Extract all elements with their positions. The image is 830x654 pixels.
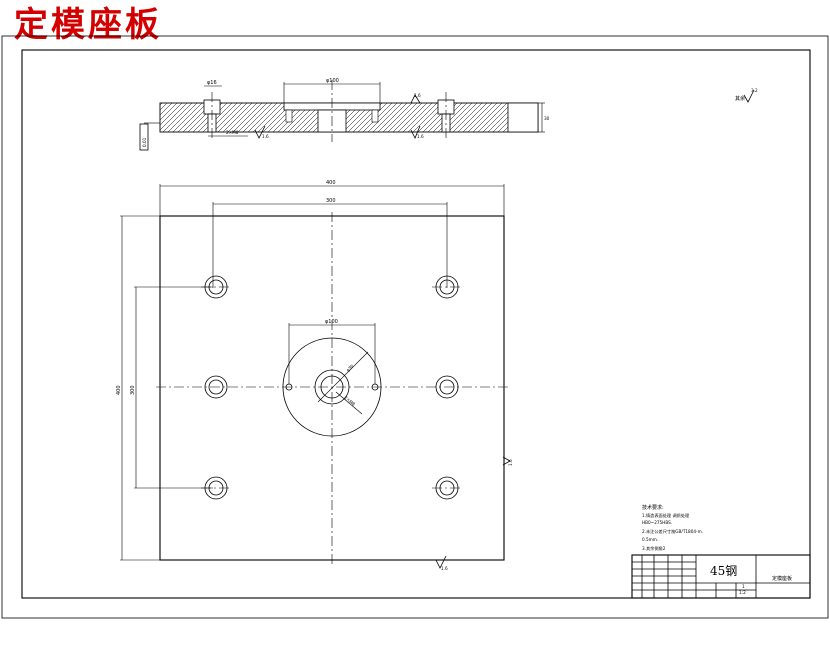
dim-hole-spacing-x: 300 [326, 198, 336, 204]
tech-item: 2.未注公差尺寸按GB/T1804-m. [642, 528, 703, 535]
title-block: 45钢 定模座板 1:2 1 [631, 554, 811, 599]
dim-hole-spacing-y: 300 [130, 385, 136, 395]
screw-hole-left [285, 109, 293, 123]
bolt-hole [201, 476, 231, 500]
roughness-note: 其余 3.2 [735, 88, 758, 103]
dim-sprue: φ30 [345, 363, 354, 372]
dim-overall-width: 400 [326, 180, 336, 186]
dim-thickness: 30 [544, 116, 550, 121]
roughness-marker-top: 1.6 [414, 93, 421, 98]
tech-item: 3.其余倒角2 [642, 545, 666, 552]
roughness-note-value: 3.2 [751, 88, 758, 93]
dim-counterbore: φ16 [207, 80, 217, 86]
bolt-hole [432, 275, 462, 299]
bolt-hole [432, 476, 462, 500]
flatness-frame [139, 123, 149, 151]
tech-heading: 技术要求: [642, 504, 664, 511]
dim-ring-diameter: φ100 [326, 78, 339, 84]
bolt-hole [204, 375, 228, 399]
tech-requirements: 技术要求: 1.铸造表面处理 调质处理 HB0~275HBS. 2.未注公差尺寸… [642, 504, 703, 552]
roughness-marker-b: 1.6 [417, 134, 424, 139]
roughness-marker-right: 1.6 [508, 459, 513, 466]
screw-hole-right [371, 109, 379, 123]
roughness-marker-a: 1.6 [262, 134, 269, 139]
dim-ring-screws: 2×M8 [343, 395, 356, 407]
tech-item: 1.铸造表面处理 调质处理 [642, 512, 690, 519]
plan-view: 400 300 400 300 [116, 180, 513, 571]
sheet-label: 1 [742, 584, 745, 589]
locating-ring [282, 337, 382, 437]
bolt-hole [201, 275, 231, 299]
roughness-note-label: 其余 [735, 95, 745, 102]
outer-border [1, 35, 829, 619]
material-label: 45钢 [710, 564, 737, 578]
bolt-hole [435, 375, 459, 399]
section-view: φ100 φ16 30 2×M8 0.01 1.6 1.6 1.6 [139, 78, 550, 151]
roughness-symbol [743, 89, 755, 103]
part-name-label: 定模座板 [772, 575, 792, 582]
dim-bolt-holes: 2×M8 [226, 130, 239, 135]
tech-item: HB0~275HBS. [642, 520, 672, 525]
sprue-bush-inner [320, 375, 344, 399]
scale-label: 1:2 [739, 590, 746, 595]
sprue-bush-outer [314, 369, 350, 405]
dim-overall-height: 400 [116, 385, 122, 395]
dim-screw-spacing: φ100 [325, 319, 338, 325]
tech-item: 0.5mm. [642, 537, 658, 542]
flatness-value: 0.01 [142, 137, 147, 147]
roughness-marker-plan: 1.6 [441, 566, 448, 571]
right-end-block [507, 102, 539, 133]
inner-border [21, 49, 811, 599]
